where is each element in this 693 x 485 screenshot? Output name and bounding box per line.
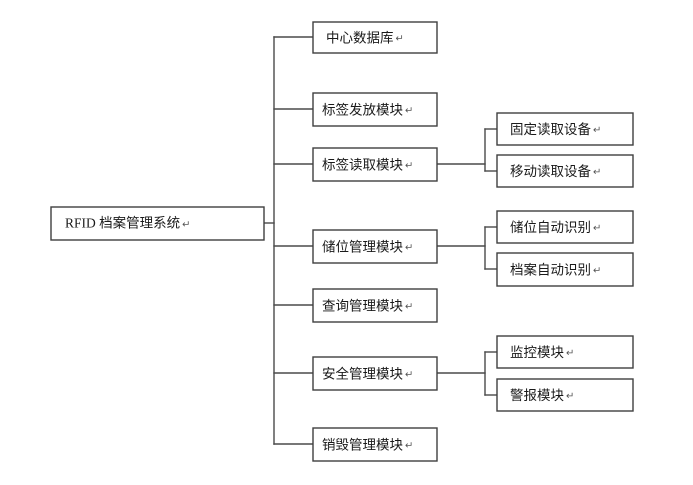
- node-tag-read-label: 标签读取模块↵: [322, 156, 413, 172]
- node-file-auto-identify-label: 档案自动识别↵: [510, 261, 601, 277]
- node-destroy-management-box: [312, 427, 438, 462]
- node-root-label: RFID 档案管理系统↵: [65, 215, 191, 231]
- node-central-database-label: 中心数据库↵: [326, 30, 404, 45]
- node-tag-issue-box: [312, 92, 438, 127]
- node-tag-issue[interactable]: 标签发放模块↵: [312, 92, 438, 127]
- node-tag-read-box: [312, 147, 438, 182]
- node-central-database-box: [312, 21, 438, 54]
- node-query-management[interactable]: 查询管理模块↵: [312, 288, 438, 323]
- node-mobile-reader-box: [496, 154, 634, 188]
- node-storage-management-label: 储位管理模块↵: [322, 239, 413, 254]
- node-fixed-reader-box: [496, 112, 634, 146]
- node-security-management-box: [312, 356, 438, 391]
- node-fixed-reader[interactable]: 固定读取设备↵: [496, 112, 634, 146]
- node-alarm-module[interactable]: 警报模块↵: [496, 378, 634, 412]
- node-file-auto-identify-box: [496, 252, 634, 287]
- node-fixed-reader-label: 固定读取设备↵: [510, 121, 601, 137]
- node-slot-auto-identify-label: 储位自动识别↵: [510, 220, 601, 235]
- node-slot-auto-identify[interactable]: 储位自动识别↵: [496, 210, 634, 244]
- node-security-management[interactable]: 安全管理模块↵: [312, 356, 438, 391]
- node-mobile-reader[interactable]: 移动读取设备↵: [496, 154, 634, 188]
- node-destroy-management-label: 销毁管理模块↵: [322, 437, 413, 452]
- node-central-database[interactable]: 中心数据库↵: [312, 21, 438, 54]
- node-monitor-module-label: 监控模块↵: [510, 345, 574, 360]
- node-root[interactable]: RFID 档案管理系统↵: [50, 206, 265, 241]
- node-query-management-label: 查询管理模块↵: [322, 298, 413, 313]
- node-storage-management-box: [312, 229, 438, 264]
- node-query-management-box: [312, 288, 438, 323]
- node-alarm-module-label: 警报模块↵: [510, 388, 574, 403]
- node-file-auto-identify[interactable]: 档案自动识别↵: [496, 252, 634, 287]
- node-slot-auto-identify-box: [496, 210, 634, 244]
- node-tag-issue-label: 标签发放模块↵: [322, 101, 413, 117]
- node-destroy-management[interactable]: 销毁管理模块↵: [312, 427, 438, 462]
- node-security-management-label: 安全管理模块↵: [322, 365, 413, 381]
- node-storage-management[interactable]: 储位管理模块↵: [312, 229, 438, 264]
- node-root-box: [50, 206, 265, 241]
- node-monitor-module[interactable]: 监控模块↵: [496, 335, 634, 369]
- node-tag-read[interactable]: 标签读取模块↵: [312, 147, 438, 182]
- node-monitor-module-box: [496, 335, 634, 369]
- connector-group: [263, 36, 498, 445]
- node-mobile-reader-label: 移动读取设备↵: [510, 163, 601, 179]
- node-alarm-module-box: [496, 378, 634, 412]
